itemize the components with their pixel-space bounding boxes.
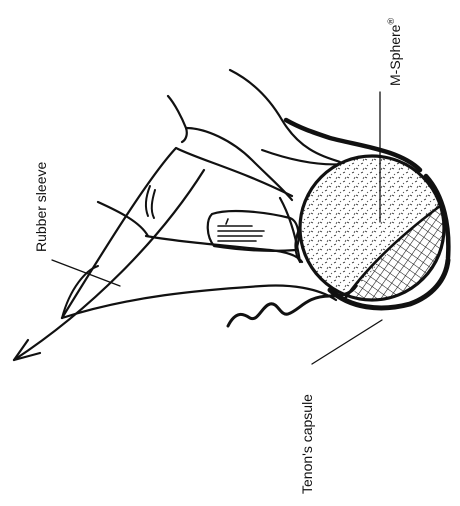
rubber-sleeve-label: Rubber sleeve <box>33 162 49 252</box>
m-sphere-label: M-Sphere® <box>386 18 403 86</box>
m-sphere-implant <box>300 156 446 300</box>
tenons-capsule-label: Tenon's capsule <box>299 394 315 494</box>
